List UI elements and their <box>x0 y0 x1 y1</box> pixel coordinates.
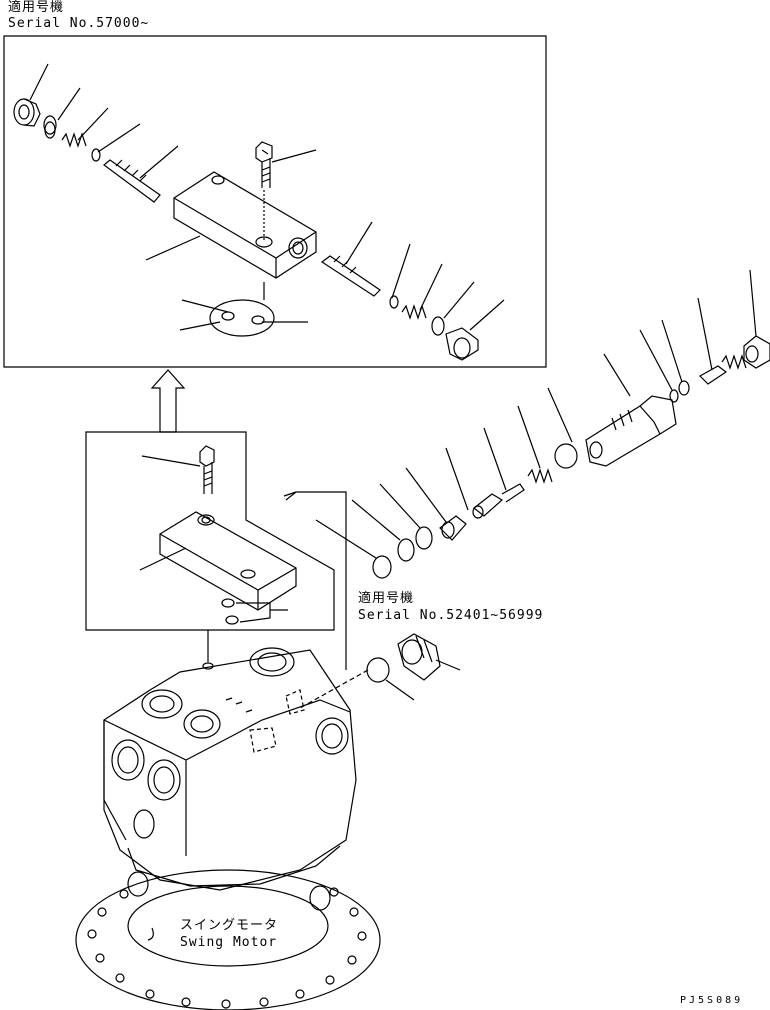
lower-plug <box>300 634 460 708</box>
mid-applicable-label: 適用号機 <box>358 591 415 606</box>
mid-serial-label: Serial No.52401~56999 <box>358 608 544 623</box>
top-gasket-plate <box>210 282 274 336</box>
top-spool-right <box>322 256 444 335</box>
top-leader-lines <box>30 64 504 330</box>
swing-motor-body <box>76 630 380 1010</box>
top-ring-small <box>92 149 100 161</box>
top-spring-left <box>62 134 86 146</box>
top-bolt <box>256 142 272 240</box>
top-detail-box <box>4 36 546 367</box>
middle-gasket <box>222 599 288 624</box>
top-serial-label: Serial No.57000~ <box>8 16 150 31</box>
motor-jp-label: スイングモータ <box>180 918 279 933</box>
top-applicable-label: 適用号機 <box>8 0 65 15</box>
motor-en-label: Swing Motor <box>180 935 278 950</box>
top-plug-right <box>446 328 478 360</box>
top-plug-left <box>14 99 56 134</box>
drawing-code-label: PJ5S089 <box>680 995 744 1006</box>
middle-detail-box <box>86 432 334 630</box>
middle-cover-plate <box>140 512 296 610</box>
top-valve-block <box>174 172 316 278</box>
up-arrow <box>152 370 184 432</box>
top-spool-left <box>104 160 160 202</box>
relief-valve-parts <box>284 270 770 670</box>
middle-bolt <box>142 446 214 494</box>
motor-hook-mark <box>148 928 153 940</box>
top-oring-left <box>45 122 55 138</box>
